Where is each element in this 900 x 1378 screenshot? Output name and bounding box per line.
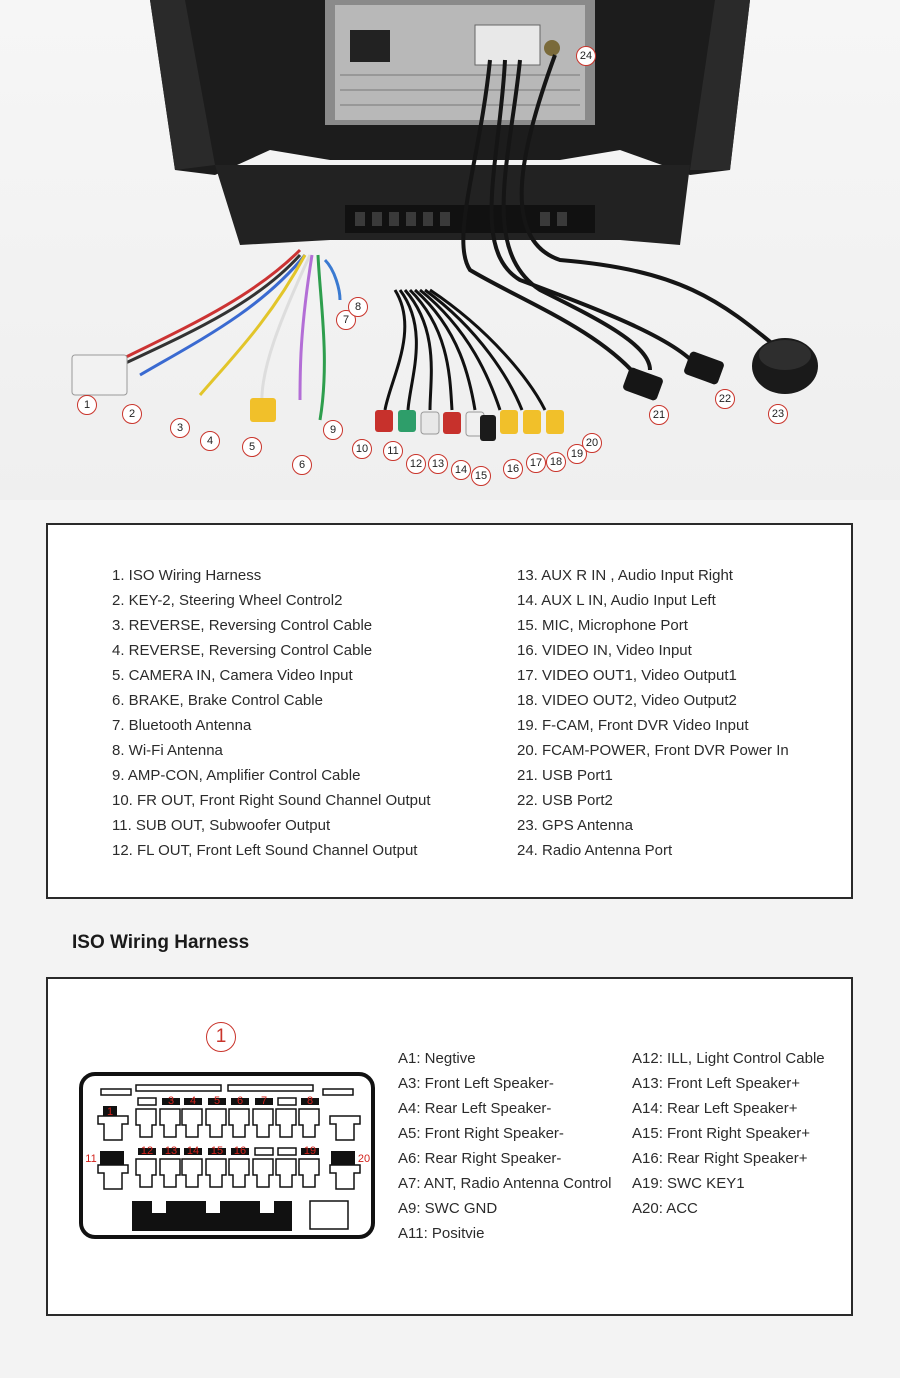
- callout-6: 6: [292, 455, 312, 475]
- pin-item: A4: Rear Left Speaker-: [398, 1100, 552, 1117]
- callout-2: 2: [122, 404, 142, 424]
- pin-number: 16: [234, 1145, 246, 1157]
- pin-number: 15: [211, 1145, 223, 1157]
- cable-legend-panel: 1. ISO Wiring Harness 2. KEY-2, Steering…: [46, 523, 853, 899]
- callout-20: 20: [582, 433, 602, 453]
- pin-item: A13: Front Left Speaker+: [632, 1075, 801, 1092]
- head-unit-illustration: [71, 0, 818, 441]
- legend-item: 5. CAMERA IN, Camera Video Input: [112, 667, 353, 684]
- legend-item: 16. VIDEO IN, Video Input: [517, 642, 692, 659]
- legend-item: 7. Bluetooth Antenna: [112, 717, 252, 734]
- legend-item: 23. GPS Antenna: [517, 817, 633, 834]
- callout-11: 11: [383, 441, 403, 461]
- product-photo: 1 2 3 4 5 6 7 8 9 10 11 12 13 14 15 16 1…: [0, 0, 900, 500]
- legend-item: 2. KEY-2, Steering Wheel Control2: [112, 592, 343, 609]
- pin-item: A11: Positvie: [398, 1225, 485, 1242]
- pin-number: 3: [168, 1095, 174, 1107]
- callout-22: 22: [715, 389, 735, 409]
- legend-list-left: 1. ISO Wiring Harness 2. KEY-2, Steering…: [112, 563, 431, 863]
- legend-item: 11. SUB OUT, Subwoofer Output: [112, 817, 331, 834]
- legend-item: 3. REVERSE, Reversing Control Cable: [112, 617, 373, 634]
- pin-number: 12: [141, 1145, 153, 1157]
- legend-item: 20. FCAM-POWER, Front DVR Power In: [517, 742, 789, 759]
- callout-21: 21: [649, 405, 669, 425]
- legend-item: 4. REVERSE, Reversing Control Cable: [112, 642, 373, 659]
- legend-item: 22. USB Port2: [517, 792, 613, 809]
- pin-item: A14: Rear Left Speaker+: [632, 1100, 798, 1117]
- legend-item: 15. MIC, Microphone Port: [517, 617, 688, 634]
- pin-number: 7: [261, 1095, 267, 1107]
- legend-item: 8. Wi-Fi Antenna: [112, 742, 223, 759]
- legend-item: 14. AUX L IN, Audio Input Left: [517, 592, 716, 609]
- pin-number: 13: [165, 1145, 177, 1157]
- pin-number: 4: [190, 1095, 196, 1107]
- pin-item: A7: ANT, Radio Antenna Control: [398, 1175, 612, 1192]
- section-title: ISO Wiring Harness: [72, 932, 250, 953]
- pin-number: 1: [107, 1106, 113, 1118]
- pin-number: 14: [187, 1145, 199, 1157]
- pin-list-right: A12: ILL, Light Control Cable A13: Front…: [632, 1046, 825, 1221]
- legend-item: 10. FR OUT, Front Right Sound Channel Ou…: [112, 792, 431, 809]
- callout-19: 19: [567, 444, 587, 464]
- legend-item: 18. VIDEO OUT2, Video Output2: [517, 692, 737, 709]
- callout-8: 8: [348, 297, 368, 317]
- pin-number: 11: [85, 1153, 96, 1165]
- callout-14: 14: [451, 460, 471, 480]
- pin-item: A5: Front Right Speaker-: [398, 1125, 564, 1142]
- pin-number: 19: [304, 1145, 316, 1157]
- pin-number: 6: [237, 1095, 243, 1107]
- pin-item: A12: ILL, Light Control Cable: [632, 1050, 825, 1067]
- callout-15: 15: [471, 466, 491, 486]
- pin-item: A3: Front Left Speaker-: [398, 1075, 554, 1092]
- connector-callout: 1: [206, 1022, 236, 1052]
- pin-item: A16: Rear Right Speaker+: [632, 1150, 808, 1167]
- iso-harness-panel: 1: [46, 977, 853, 1316]
- callout-24: 24: [576, 46, 596, 66]
- pin-item: A9: SWC GND: [398, 1200, 498, 1217]
- callout-10: 10: [352, 439, 372, 459]
- callout-5: 5: [242, 437, 262, 457]
- legend-item: 12. FL OUT, Front Left Sound Channel Out…: [112, 842, 418, 859]
- legend-item: 21. USB Port1: [517, 767, 613, 784]
- callout-3: 3: [170, 418, 190, 438]
- legend-item: 9. AMP-CON, Amplifier Control Cable: [112, 767, 361, 784]
- pin-number: 20: [358, 1153, 370, 1165]
- callout-4: 4: [200, 431, 220, 451]
- callout-23: 23: [768, 404, 788, 424]
- callout-12: 12: [406, 454, 426, 474]
- legend-list-right: 13. AUX R IN , Audio Input Right 14. AUX…: [517, 563, 789, 863]
- pin-item: A1: Negtive: [398, 1050, 476, 1067]
- callout-1: 1: [77, 395, 97, 415]
- callout-16: 16: [503, 459, 523, 479]
- legend-item: 13. AUX R IN , Audio Input Right: [517, 567, 733, 584]
- pin-list-left: A1: Negtive A3: Front Left Speaker- A4: …: [398, 1046, 611, 1246]
- legend-item: 1. ISO Wiring Harness: [112, 567, 262, 584]
- legend-item: 6. BRAKE, Brake Control Cable: [112, 692, 323, 709]
- callout-18: 18: [546, 452, 566, 472]
- pin-item: A15: Front Right Speaker+: [632, 1125, 811, 1142]
- pin-item: A20: ACC: [632, 1200, 698, 1217]
- legend-item: 17. VIDEO OUT1, Video Output1: [517, 667, 737, 684]
- legend-item: 24. Radio Antenna Port: [517, 842, 673, 859]
- pin-number: 5: [214, 1095, 220, 1107]
- pin-item: A6: Rear Right Speaker-: [398, 1150, 562, 1167]
- callout-17: 17: [526, 453, 546, 473]
- callout-9: 9: [323, 420, 343, 440]
- legend-item: 19. F-CAM, Front DVR Video Input: [517, 717, 749, 734]
- pin-number: 8: [307, 1095, 313, 1107]
- iso-connector-diagram: 1 3 4 5 6 7 8 12 13 14 15 16 19 11 20: [79, 1072, 375, 1239]
- callout-13: 13: [428, 454, 448, 474]
- pin-item: A19: SWC KEY1: [632, 1175, 745, 1192]
